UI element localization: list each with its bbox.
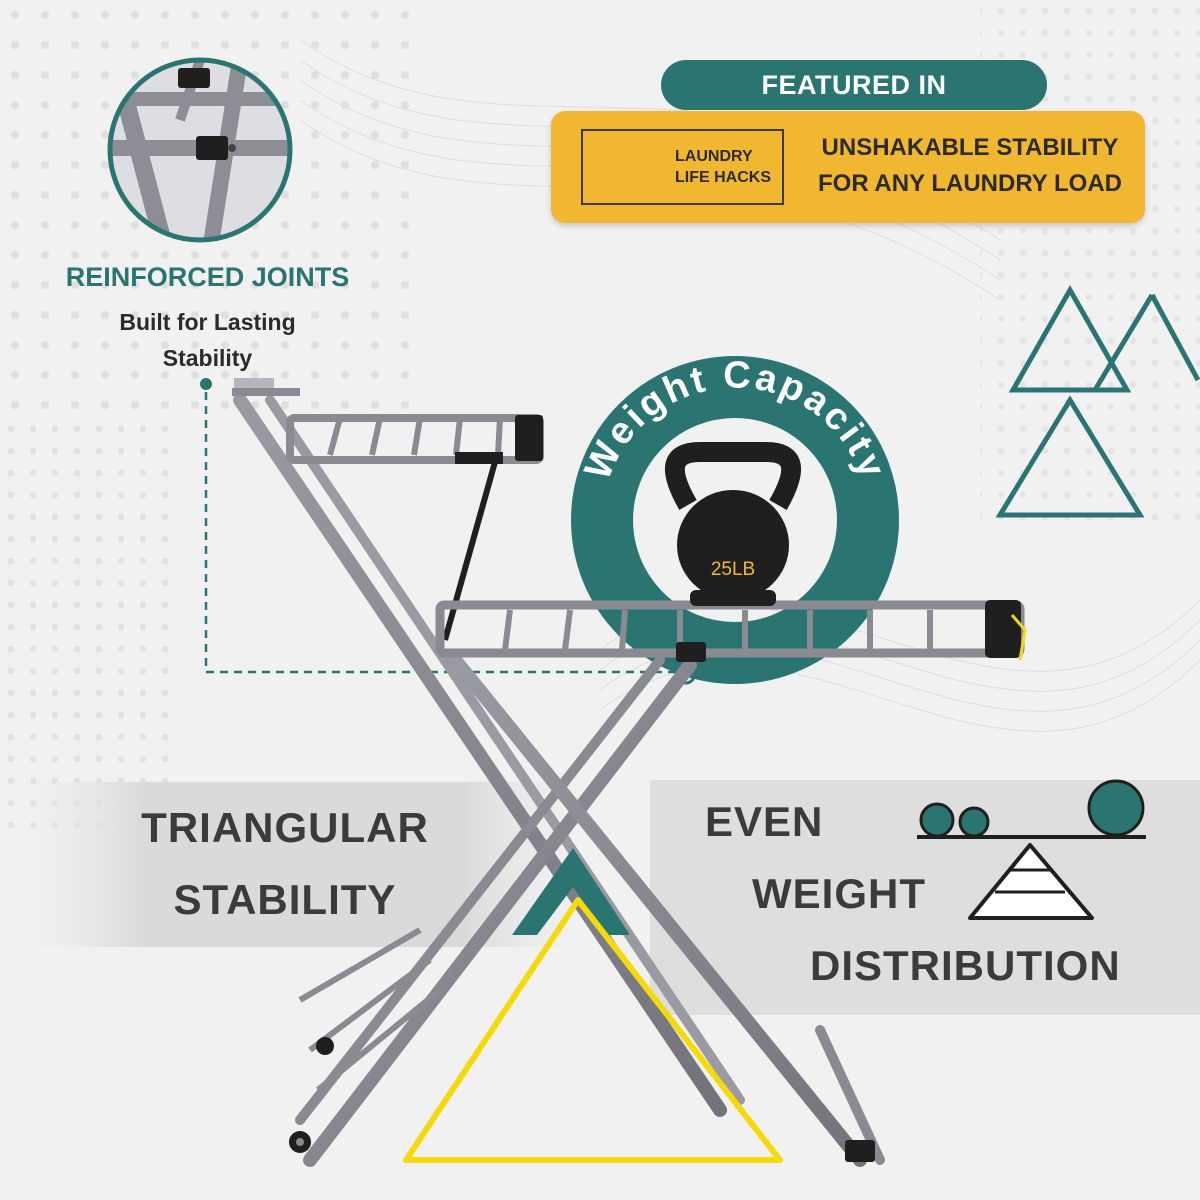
yellow-triangle: [403, 897, 783, 1163]
left-label-band: [0, 782, 580, 947]
logo-text: LAUNDRY LIFE HACKS: [675, 146, 780, 188]
featured-in-pill: FEATURED IN: [661, 60, 1047, 110]
triangular-stability-label: TRIANGULAR STABILITY: [100, 792, 470, 936]
kettlebell-icon: [664, 442, 802, 606]
featured-in-label: FEATURED IN: [761, 69, 947, 100]
distribution-line-2: WEIGHT: [752, 870, 926, 917]
logo-line-2: LIFE HACKS: [675, 169, 771, 186]
triangle-outline-icon: [995, 284, 1200, 518]
joint-zoom-circle: [107, 57, 293, 243]
reinforced-joints-subtitle: Built for Lasting Stability: [85, 304, 330, 376]
laundry-life-hacks-logo: [581, 129, 784, 205]
even-weight-distribution-label: EVEN WEIGHT DISTRIBUTION: [690, 786, 1160, 1002]
triangular-line-2: STABILITY: [173, 876, 397, 923]
featured-headline-line-1: UNSHAKABLE STABILITY: [821, 134, 1119, 161]
reinforced-subtitle-line-2: Stability: [162, 345, 253, 371]
distribution-line-3: DISTRIBUTION: [810, 942, 1121, 989]
reinforced-joints-title: REINFORCED JOINTS: [65, 262, 350, 292]
balance-scale-icon: [917, 779, 1146, 920]
featured-headline-line-2: FOR ANY LAUNDRY LOAD: [817, 170, 1122, 197]
distribution-line-1: EVEN: [705, 798, 824, 845]
kettlebell-weight-label: 25LB: [711, 559, 755, 580]
logo-line-1: LAUNDRY: [675, 148, 753, 165]
reinforced-subtitle-line-1: Built for Lasting: [119, 309, 296, 335]
triangular-line-1: TRIANGULAR: [141, 804, 429, 851]
teal-chevron: [512, 848, 630, 935]
featured-headline: UNSHAKABLE STABILITY FOR ANY LAUNDRY LOA…: [805, 130, 1135, 202]
